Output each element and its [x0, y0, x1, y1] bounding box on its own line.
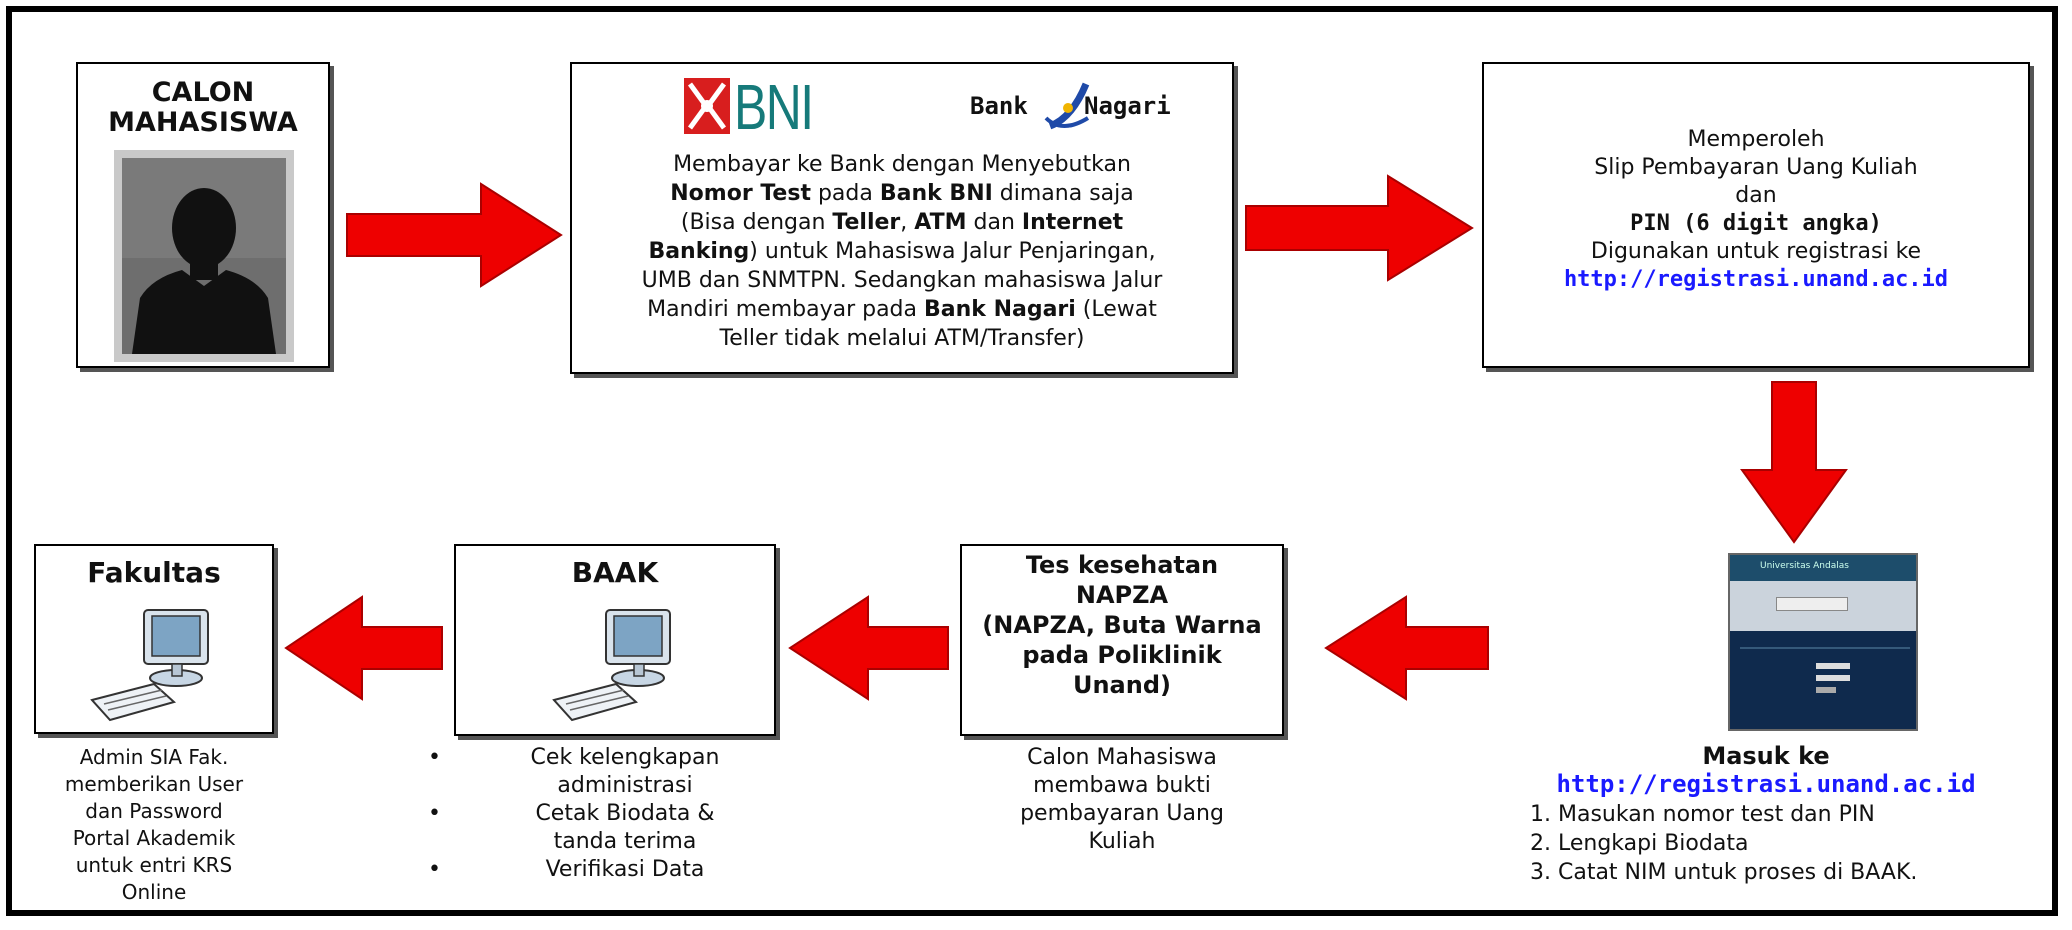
fakultas-box: Fakultas	[34, 544, 274, 734]
fakultas-title: Fakultas	[87, 556, 221, 589]
tes-line-2: NAPZA	[1075, 581, 1169, 609]
bank-line-2: Nomor Test pada Bank BNI dimana saja	[670, 181, 1134, 206]
tes-caption-3: pembayaran Uang	[1020, 801, 1224, 826]
masuk-step-3: 3. Catat NIM untuk proses di BAAK.	[1530, 860, 1918, 885]
slip-line-1: Memperoleh	[1687, 127, 1825, 152]
slip-line-2: Slip Pembayaran Uang Kuliah	[1594, 155, 1918, 180]
tes-kesehatan-box: Tes kesehatan NAPZA (NAPZA, Buta Warna p…	[960, 544, 1284, 736]
bank-line-5: UMB dan SNMTPN. Sedangkan mahasiswa Jalu…	[641, 268, 1163, 293]
computer-icon	[552, 609, 671, 722]
tes-caption-1: Calon Mahasiswa	[1027, 745, 1217, 770]
baak-item-3: Verifikasi Data	[428, 856, 776, 884]
calon-mahasiswa-box: CALON MAHASISWA	[76, 62, 330, 368]
tes-caption-2: membawa bukti	[1033, 773, 1211, 798]
registrasi-link-2[interactable]: http://registrasi.unand.ac.id	[1556, 770, 1976, 798]
person-silhouette-icon	[114, 150, 294, 362]
masuk-title: Masuk ke	[1702, 742, 1830, 770]
slip-line-5: Digunakan untuk registrasi ke	[1590, 239, 1922, 264]
nagari-logo-right: Nagari	[1084, 92, 1171, 120]
masuk-section: Masuk ke http://registrasi.unand.ac.id	[1496, 742, 2036, 798]
masuk-step-2: 2. Lengkapi Biodata	[1530, 831, 1749, 856]
bank-line-1: Membayar ke Bank dengan Menyebutkan	[673, 152, 1131, 177]
fakultas-caption-2: memberikan User	[64, 772, 244, 796]
baak-box: BAAK	[454, 544, 776, 736]
bank-line-6: Mandiri membayar pada Bank Nagari (Lewat	[647, 297, 1157, 322]
arrow-down	[1740, 381, 1848, 544]
bank-nagari-logo: Bank Nagari	[970, 78, 1190, 138]
fakultas-caption-6: Online	[121, 880, 187, 904]
computer-icon	[90, 609, 209, 722]
fakultas-caption: Admin SIA Fak. memberikan User dan Passw…	[34, 744, 274, 906]
arrow-left-2	[788, 595, 949, 701]
arrow-right-1	[346, 182, 563, 288]
baak-item-2: Cetak Biodata &tanda terima	[428, 800, 776, 856]
diagram-frame	[6, 6, 2058, 916]
bank-line-3: (Bisa dengan Teller, ATM dan Internet	[680, 210, 1124, 235]
calon-title-line2: MAHASISWA	[108, 107, 298, 138]
tes-line-4: pada Poliklinik	[1022, 641, 1222, 669]
masuk-steps: 1. Masukan nomor test dan PIN 2. Lengkap…	[1530, 800, 2050, 887]
fakultas-caption-4: Portal Akademik	[72, 826, 236, 850]
registration-screenshot: Universitas Andalas	[1728, 553, 1918, 731]
fakultas-caption-1: Admin SIA Fak.	[79, 745, 229, 769]
tes-caption-4: Kuliah	[1088, 829, 1156, 854]
slip-pin-box: Memperoleh Slip Pembayaran Uang Kuliah d…	[1482, 62, 2030, 368]
tes-caption: Calon Mahasiswa membawa bukti pembayaran…	[960, 744, 1284, 856]
bank-line-4: Banking) untuk Mahasiswa Jalur Penjaring…	[648, 239, 1156, 264]
baak-title: BAAK	[571, 556, 659, 589]
screenshot-header: Universitas Andalas	[1760, 561, 1849, 571]
tes-line-1: Tes kesehatan	[1025, 551, 1219, 579]
masuk-step-1: 1. Masukan nomor test dan PIN	[1530, 802, 1875, 827]
slip-line-3: dan	[1735, 183, 1777, 208]
registrasi-link-1[interactable]: http://registrasi.unand.ac.id	[1563, 267, 1949, 292]
nagari-logo-left: Bank	[970, 92, 1028, 120]
bni-logo-text: BNI	[734, 71, 814, 143]
fakultas-caption-5: untuk entri KRS	[75, 853, 233, 877]
calon-title-line1: CALON	[151, 77, 255, 108]
slip-line-4: PIN (6 digit angka)	[1630, 211, 1882, 236]
bank-instructions: Membayar ke Bank dengan Menyebutkan Nomo…	[572, 150, 1232, 353]
arrow-left-1	[1324, 595, 1489, 701]
fakultas-caption-3: dan Password	[85, 799, 223, 823]
arrow-left-3	[284, 595, 443, 701]
bni-logo: BNI	[684, 71, 844, 143]
bank-payment-box: BNI Bank Nagari Membayar ke Bank dengan …	[570, 62, 1234, 374]
arrow-right-2	[1245, 174, 1474, 282]
bank-line-7: Teller tidak melalui ATM/Transfer)	[719, 326, 1085, 351]
tes-line-3: (NAPZA, Buta Warna	[982, 611, 1262, 639]
tes-line-5: Unand)	[1072, 671, 1171, 699]
